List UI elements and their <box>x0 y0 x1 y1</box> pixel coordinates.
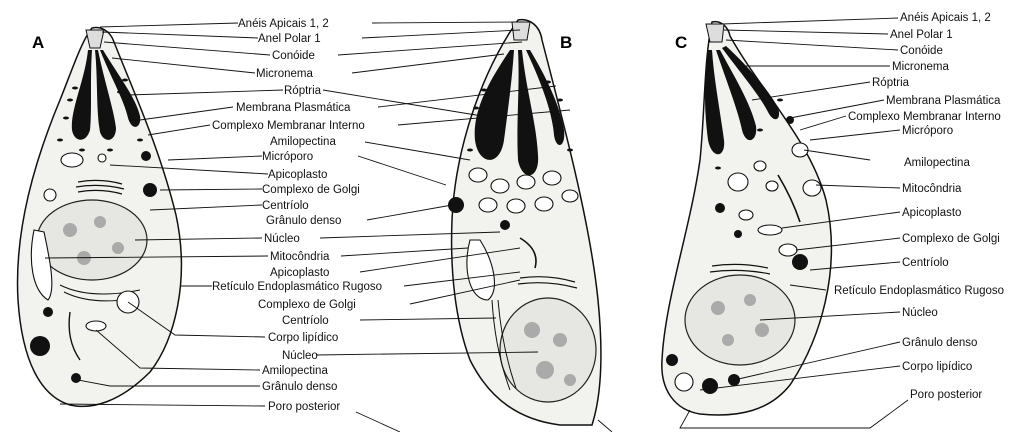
panel-label-a: A <box>32 33 44 52</box>
labels-ab: Anéis Apicais 1, 2 Anel Polar 1 Conóide … <box>212 18 382 413</box>
label-c-anel-polar: Anel Polar 1 <box>890 29 953 41</box>
cell-a-dense-granule-5 <box>43 307 53 317</box>
label-membrana-plasmatica: Membrana Plasmática <box>236 102 351 114</box>
label-apicoplasto-top: Apicoplasto <box>268 169 327 181</box>
label-conoide: Conóide <box>272 50 315 62</box>
label-c-roptria: Róptria <box>872 77 910 89</box>
label-complexo-membranar: Complexo Membranar Interno <box>212 120 365 132</box>
label-c-aneis-apicais: Anéis Apicais 1, 2 <box>900 12 991 24</box>
cell-b-dense-granule-2 <box>500 220 510 230</box>
label-nucleo-top: Núcleo <box>264 233 300 245</box>
label-poro-posterior: Poro posterior <box>268 401 340 413</box>
cell-c-dense-granule-4 <box>666 354 678 366</box>
label-mitocondria: Mitocôndria <box>270 251 330 263</box>
cell-a-lipid-body <box>117 291 139 313</box>
label-c-nucleo: Núcleo <box>902 307 938 319</box>
label-c-conoide: Conóide <box>900 45 943 57</box>
panel-label-b: B <box>560 33 572 52</box>
label-granulo-bot: Grânulo denso <box>262 381 337 393</box>
label-c-reticulo: Retículo Endoplasmático Rugoso <box>834 285 1004 297</box>
label-c-membrana-plasmatica: Membrana Plasmática <box>886 95 1001 107</box>
label-c-corpo-lipidico: Corpo lipídico <box>902 361 972 373</box>
label-reticulo: Retículo Endoplasmático Rugoso <box>212 281 382 293</box>
label-amilopectina-top: Amilopectina <box>270 136 336 148</box>
label-nucleo-mid: Núcleo <box>282 350 318 362</box>
label-c-golgi: Complexo de Golgi <box>902 233 1000 245</box>
panel-label-c: C <box>675 33 687 52</box>
label-c-micronema: Micronema <box>892 61 949 73</box>
cell-c-nucleus <box>685 275 795 365</box>
label-micronema: Micronema <box>256 68 313 80</box>
cell-c-lipid-body <box>675 373 693 391</box>
cell-a-nucleus <box>37 200 147 280</box>
label-amilopectina-bot: Amilopectina <box>262 365 328 377</box>
label-centriolo-top: Centríolo <box>262 200 309 212</box>
cell-c-dense-granule-3 <box>792 254 808 270</box>
label-golgi-top: Complexo de Golgi <box>262 184 360 196</box>
label-c-microporo: Micróporo <box>902 125 953 137</box>
label-c-centriolo: Centríolo <box>902 257 949 269</box>
cell-a-dense-granule-2 <box>143 183 157 197</box>
label-corpo-lipidico: Corpo lipídico <box>268 332 338 344</box>
label-granulo-top: Grânulo denso <box>266 215 341 227</box>
label-golgi-mid: Complexo de Golgi <box>258 299 356 311</box>
label-c-amilopectina: Amilopectina <box>904 157 970 169</box>
cell-a <box>18 28 182 407</box>
labels-c: Anéis Apicais 1, 2 Anel Polar 1 Conóide … <box>834 12 1004 401</box>
cell-c-dense-granule-1 <box>715 203 725 213</box>
label-microporo: Micróporo <box>262 151 313 163</box>
cell-a-amylopectin-bottom <box>86 321 106 331</box>
cell-a-small-vesicle-2 <box>44 189 56 201</box>
label-c-apicoplasto: Apicoplasto <box>902 207 961 219</box>
cell-b-conoid <box>512 22 530 40</box>
label-c-mitocondria: Mitocôndria <box>902 183 962 195</box>
cell-a-dense-granule-4 <box>71 373 81 383</box>
label-apicoplasto-mid: Apicoplasto <box>270 267 329 279</box>
cell-a-dense-granule-1 <box>141 151 151 161</box>
label-c-poro-posterior: Poro posterior <box>910 389 982 401</box>
label-anel-polar: Anel Polar 1 <box>258 33 321 45</box>
label-c-granulo: Grânulo denso <box>902 337 977 349</box>
cell-c <box>662 22 832 415</box>
cell-b <box>448 20 601 425</box>
cell-a-small-vesicle <box>98 154 106 162</box>
label-aneis-apicais: Anéis Apicais 1, 2 <box>238 18 329 30</box>
label-roptria: Róptria <box>284 85 322 97</box>
label-centriolo-mid: Centríolo <box>282 315 329 327</box>
cell-c-dense-granule-2 <box>734 230 742 238</box>
cell-c-dense-granule-5 <box>702 378 718 394</box>
cell-a-amylopectin-top <box>61 153 83 167</box>
cell-c-golgi-vesicle <box>779 244 797 256</box>
label-c-complexo-membranar: Complexo Membranar Interno <box>848 111 1001 123</box>
cell-b-nucleus <box>500 298 596 402</box>
cell-a-dense-granule-3 <box>30 336 50 356</box>
